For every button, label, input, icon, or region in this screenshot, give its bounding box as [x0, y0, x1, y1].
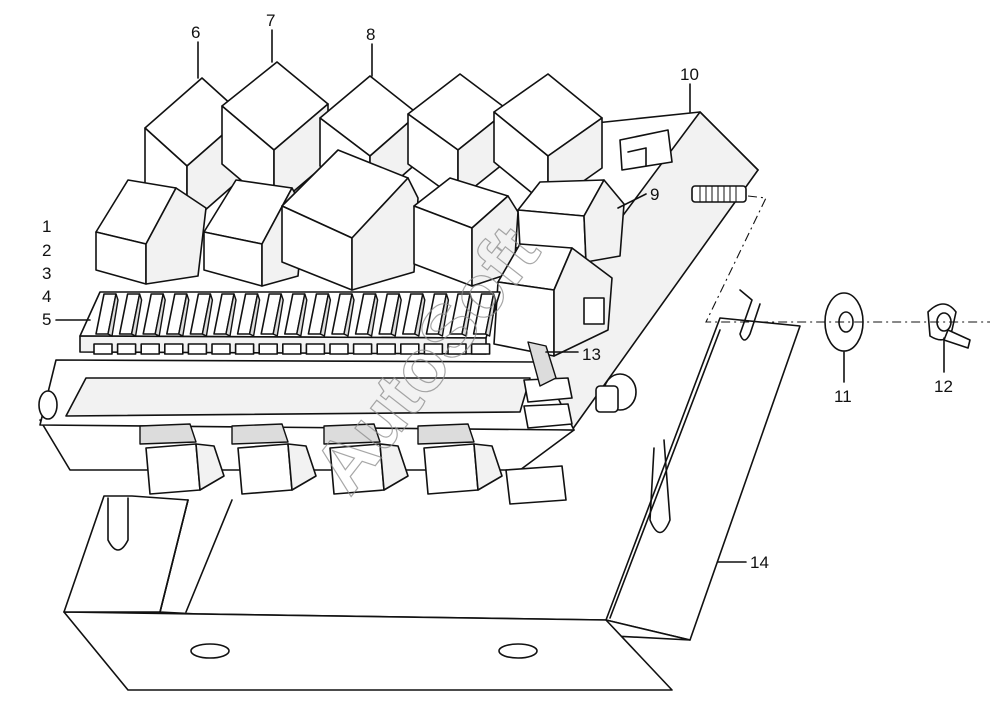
leader-lines	[55, 29, 945, 563]
blade-fuse	[329, 293, 355, 355]
callout-14: 14	[750, 553, 769, 572]
callout-9: 9	[650, 185, 659, 204]
blade-fuse	[116, 293, 143, 355]
callout-12: 12	[934, 377, 953, 396]
callout-13: 13	[582, 345, 601, 364]
blade-fuse	[305, 293, 332, 355]
callout-10: 10	[680, 65, 699, 84]
blade-fuse	[140, 293, 166, 355]
callout-5: 5	[42, 310, 51, 329]
callout-8: 8	[366, 25, 375, 44]
blade-fuse	[93, 293, 119, 355]
callout-7: 7	[266, 11, 275, 30]
connector-4	[417, 423, 503, 495]
blade-fuse	[352, 293, 379, 355]
relay-front-1	[95, 179, 207, 285]
callout-1: 1	[42, 217, 51, 236]
callout-6: 6	[191, 23, 200, 42]
blade-fuse	[376, 293, 402, 355]
connector-5	[505, 465, 567, 505]
wing-nut-12	[927, 303, 971, 349]
fuse-row	[79, 291, 501, 355]
blade-fuse	[211, 293, 237, 355]
callout-3: 3	[42, 264, 51, 283]
callout-4: 4	[42, 287, 51, 306]
fuse-holder-13	[493, 243, 613, 387]
connector-2	[231, 423, 317, 495]
connector-3	[323, 423, 409, 495]
mounting-bracket	[63, 289, 801, 691]
callout-11: 11	[834, 387, 852, 406]
blade-fuse	[399, 293, 426, 355]
relay-large	[281, 149, 419, 291]
blade-fuse	[187, 293, 214, 355]
relay-front-4	[413, 177, 519, 287]
callout-labels: 1 2 3 4 5 6 7 8 9 10 11 12 13 14	[42, 11, 953, 572]
blade-fuse	[258, 293, 284, 355]
blade-fuse	[470, 293, 497, 355]
connectors	[139, 423, 567, 505]
blade-fuse	[423, 293, 450, 355]
blade-fuse	[234, 293, 261, 355]
blade-fuse	[447, 293, 473, 355]
callout-2: 2	[42, 241, 51, 260]
connector-1	[139, 423, 225, 495]
blade-fuse	[164, 293, 190, 355]
blade-fuse	[281, 293, 308, 355]
